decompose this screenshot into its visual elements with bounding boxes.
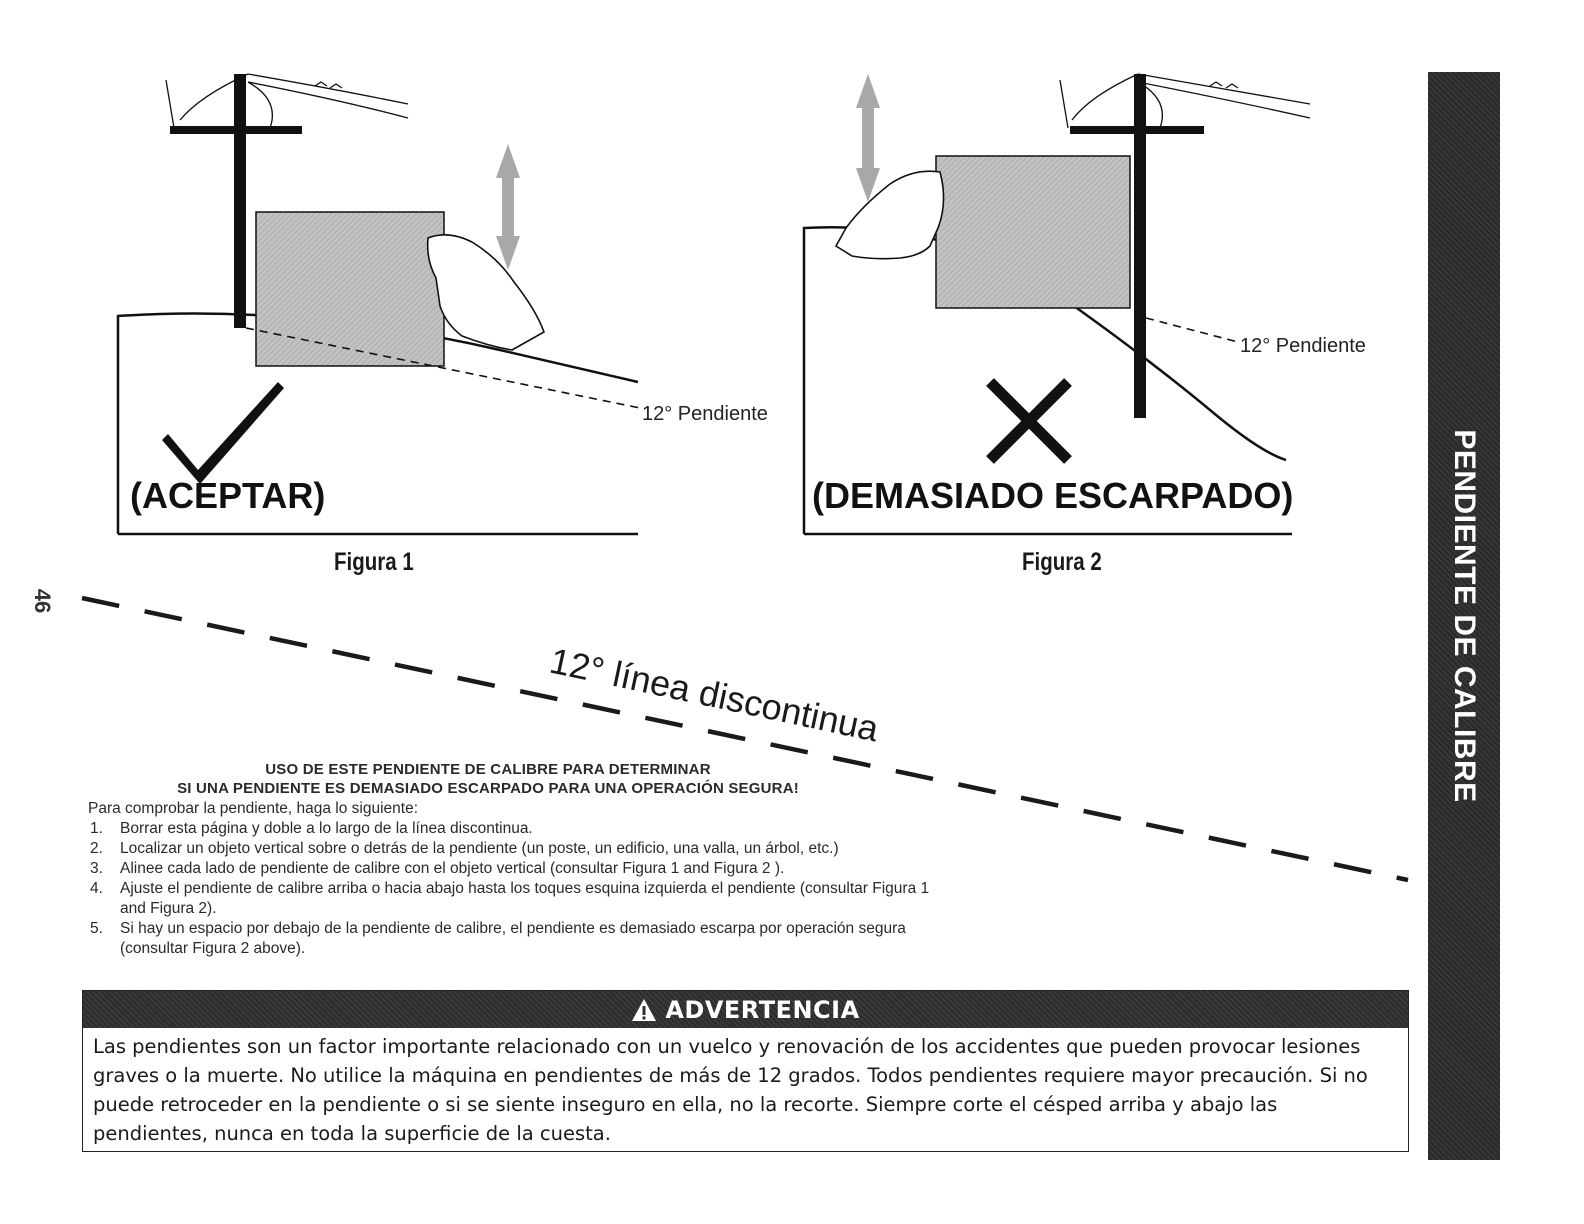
- figure-1-illustration: 12° Pendiente (ACEPTAR): [116, 73, 768, 536]
- slope-label: 12° Pendiente: [642, 403, 768, 425]
- power-lines: [1059, 73, 1311, 129]
- slope-gauge: [935, 155, 1131, 309]
- slope-gauge: [255, 211, 445, 367]
- list-item: 3. Alinee cada lado de pendiente de calib…: [88, 859, 948, 879]
- x-mark-icon: [986, 378, 1072, 464]
- step-text: Si hay un espacio por debajo de la pendi…: [120, 920, 906, 957]
- list-item: 5. Si hay un espacio por debajo de la pen…: [88, 919, 948, 959]
- instructions-heading-line-2: SI UNA PENDIENTE ES DEMASIADO ESCARPADO …: [177, 780, 799, 797]
- step-text: Ajuste el pendiente de calibre arriba o …: [120, 880, 930, 917]
- step-number: 3.: [90, 860, 103, 877]
- utility-pole: [234, 74, 246, 328]
- instructions-list: 1. Borrar esta página y doble a lo largo …: [88, 819, 948, 959]
- step-text: Localizar un objeto vertical sobre o det…: [120, 840, 839, 857]
- warning-body: Las pendientes son un factor importante …: [93, 1035, 1368, 1145]
- fold-dashed-line: [81, 595, 1409, 883]
- step-number: 2.: [90, 840, 103, 857]
- hand-icon: [834, 170, 945, 260]
- list-item: 2. Localizar un objeto vertical sobre o d…: [88, 839, 948, 859]
- step-text: Alinee cada lado de pendiente de calibre…: [120, 860, 785, 877]
- list-item: 4. Ajuste el pendiente de calibre arriba …: [88, 879, 948, 919]
- instructions-block: USO DE ESTE PENDIENTE DE CALIBRE PARA DE…: [88, 760, 948, 959]
- pole-crossarm: [170, 126, 302, 134]
- slope-dashed-line: [245, 327, 641, 409]
- verdict-label: (DEMASIADO ESCARPADO): [812, 475, 1293, 516]
- warning-header: ADVERTENCIA: [83, 991, 1408, 1028]
- slope-label: 12° Pendiente: [1240, 335, 1366, 357]
- step-number: 1.: [90, 820, 103, 837]
- verdict-label: (ACEPTAR): [130, 475, 325, 516]
- warning-box: ADVERTENCIA Las pendientes son un factor…: [82, 990, 1409, 1152]
- up-down-arrow-icon: [856, 74, 880, 202]
- list-item: 1. Borrar esta página y doble a lo largo …: [88, 819, 948, 839]
- step-number: 5.: [90, 920, 103, 937]
- instructions-heading-line-1: USO DE ESTE PENDIENTE DE CALIBRE PARA DE…: [265, 761, 711, 778]
- up-down-arrow-icon: [496, 144, 520, 270]
- side-tab: PENDIENTE DE CALIBRE: [1428, 72, 1500, 1160]
- slope-dashed-line: [1145, 317, 1239, 343]
- figure-2-caption: Figura 2: [1022, 548, 1102, 576]
- step-text: Borrar esta página y doble a lo largo de…: [120, 820, 533, 837]
- warning-triangle-icon: [632, 998, 657, 1021]
- check-mark-icon: [162, 382, 284, 484]
- utility-pole: [1134, 74, 1146, 418]
- figure-2-illustration: 12° Pendiente (DEMASIADO ESCARPADO): [802, 73, 1366, 536]
- power-lines: [165, 73, 409, 129]
- pole-crossarm: [1070, 126, 1204, 134]
- step-number: 4.: [90, 880, 103, 897]
- hand-icon: [426, 234, 545, 351]
- warning-title: ADVERTENCIA: [665, 995, 860, 1024]
- figure-1-caption: Figura 1: [334, 548, 414, 576]
- instructions-intro: Para comprobar la pendiente, haga lo sig…: [88, 800, 419, 817]
